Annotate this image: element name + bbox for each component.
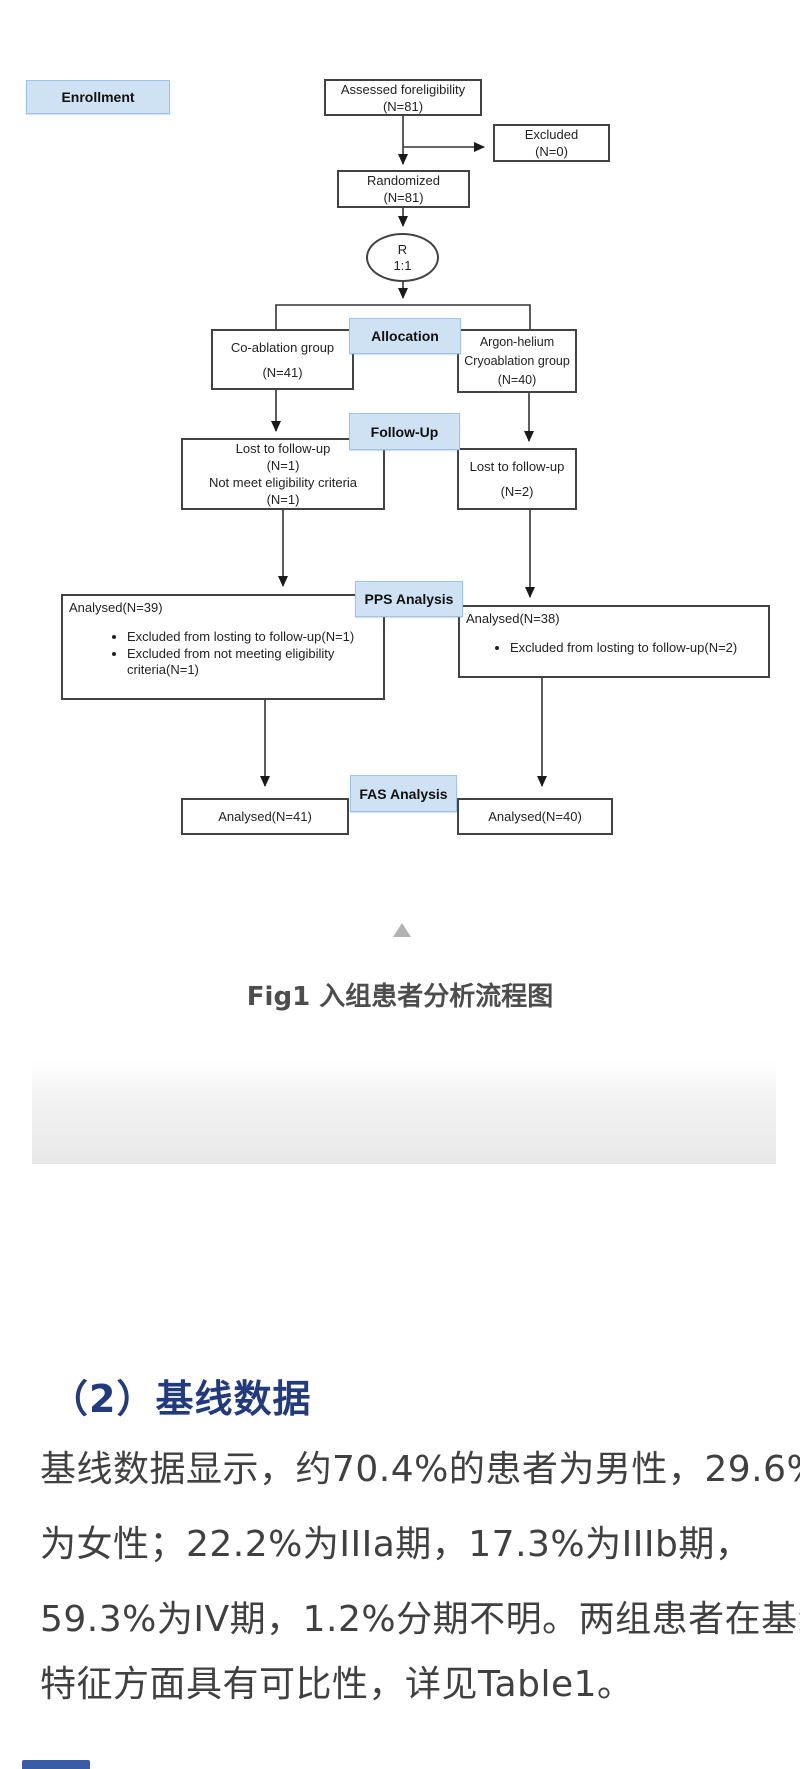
ratio-line: 1:1: [393, 257, 412, 273]
box-line: Co-ablation group: [230, 339, 335, 355]
box-line: (N=2): [500, 484, 534, 499]
box-line: Not meet eligibility criteria: [208, 475, 358, 490]
box-line: (N=1): [266, 458, 300, 473]
lost-followup-right-box: Lost to follow-up (N=2): [457, 448, 577, 510]
next-section-tag-partial: [22, 1760, 90, 1769]
fas-analysed-right-box: Analysed(N=40): [457, 798, 613, 835]
box-line: Lost to follow-up: [469, 459, 565, 474]
paragraph-line: 59.3%为IV期，1.2%分期不明。两组患者在基线: [40, 1599, 800, 1640]
collapse-arrow-icon[interactable]: [393, 923, 411, 937]
box-line: Cryoablation group: [464, 353, 570, 368]
exclusion-item: Excluded from losting to follow-up(N=2): [510, 640, 762, 656]
exclusion-list: Excluded from losting to follow-up(N=1) …: [127, 629, 377, 678]
section-heading: （2）基线数据: [50, 1377, 312, 1421]
box-line: (N=40): [497, 372, 537, 387]
randomization-ratio-ellipse: R 1:1: [366, 233, 439, 282]
flowchart-arrows: [260, 116, 547, 787]
figure-caption: Fig1 入组患者分析流程图: [246, 982, 554, 1012]
paragraph-line: 特征方面具有可比性，详见Table1。: [40, 1664, 634, 1705]
box-line: (N=81): [382, 98, 424, 114]
analysed-title: Analysed(N=38): [466, 611, 560, 626]
excluded-box: Excluded (N=0): [493, 124, 610, 162]
co-ablation-group-box: Co-ablation group (N=41): [211, 329, 354, 390]
exclusion-item: Excluded from not meeting eligibility cr…: [127, 646, 377, 678]
followup-stage-tag: Follow-Up: [349, 413, 460, 450]
pps-analysis-stage-tag: PPS Analysis: [355, 581, 463, 617]
enrollment-stage-tag: Enrollment: [26, 80, 170, 114]
pps-analysed-right-box: Analysed(N=38) Excluded from losting to …: [458, 605, 770, 678]
box-line: (N=41): [262, 364, 303, 380]
paragraph-line: 基线数据显示，约70.4%的患者为男性，29.6%: [40, 1449, 800, 1490]
fas-analysis-stage-tag: FAS Analysis: [350, 775, 457, 812]
allocation-stage-tag: Allocation: [349, 318, 461, 354]
analysed-title: Analysed(N=39): [69, 600, 163, 615]
box-line: Excluded: [524, 127, 579, 142]
divider-gradient-band: [32, 1060, 776, 1164]
box-line: Randomized: [367, 173, 440, 188]
box-line: (N=81): [383, 190, 424, 205]
exclusion-list: Excluded from losting to follow-up(N=2): [510, 640, 762, 656]
lost-followup-left-box: Lost to follow-up (N=1) Not meet eligibi…: [181, 438, 385, 510]
consort-flowchart: Enrollment Assessed foreligibility (N=81…: [0, 0, 800, 860]
paragraph-line: 为女性；22.2%为IIIa期，17.3%为IIIb期，: [40, 1524, 752, 1565]
pps-analysed-left-box: Analysed(N=39) Excluded from losting to …: [61, 594, 385, 700]
box-line: Assessed foreligibility: [340, 81, 466, 97]
box-line: (N=0): [535, 144, 568, 159]
assessed-eligibility-box: Assessed foreligibility (N=81): [324, 79, 482, 116]
exclusion-item: Excluded from losting to follow-up(N=1): [127, 629, 377, 645]
box-line: (N=1): [266, 492, 300, 507]
fas-analysed-left-box: Analysed(N=41): [181, 798, 349, 835]
flowchart-connectors: [260, 116, 547, 787]
argon-helium-group-box: Argon-helium Cryoablation group (N=40): [457, 329, 577, 393]
box-line: Lost to follow-up: [235, 441, 331, 456]
box-line: Argon-helium: [479, 334, 555, 349]
ratio-line: R: [397, 241, 408, 257]
randomized-box: Randomized (N=81): [337, 170, 470, 208]
